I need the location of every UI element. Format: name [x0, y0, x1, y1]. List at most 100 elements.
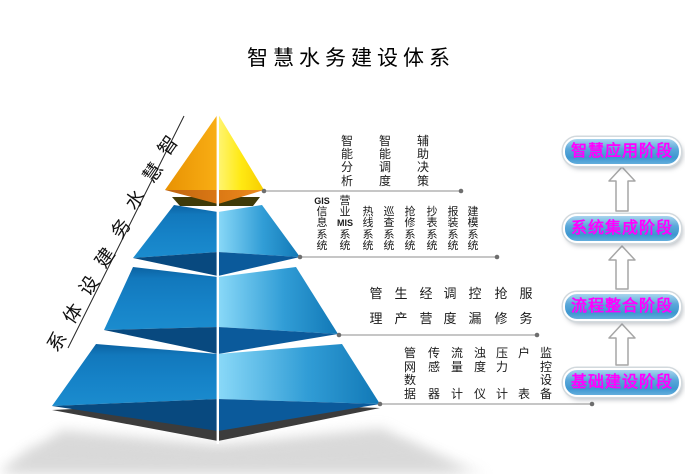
- level-text-char: 智: [340, 134, 353, 148]
- level-text-char: 统: [316, 239, 328, 252]
- level-3-text-column: 抢修: [492, 281, 510, 331]
- level-text-char: 度: [473, 359, 486, 374]
- level-text-char: [448, 374, 466, 388]
- level-2-text-column: 报装系统: [442, 196, 464, 252]
- level-text-char: 报: [447, 206, 459, 219]
- level-3-text-column: 经营: [417, 281, 435, 331]
- level-text-char: 表: [517, 386, 530, 401]
- level-text-char: 营: [339, 195, 351, 207]
- pyramid-level-3-right-face: [218, 267, 338, 334]
- callout-dot: [261, 188, 267, 194]
- level-text-char: 策: [416, 173, 429, 188]
- level-text-char: 调: [443, 286, 457, 301]
- level-text-char: 仪: [473, 386, 486, 401]
- level-text-char: 系: [447, 228, 459, 241]
- pyramid-level-4-bottom-left: [52, 399, 218, 431]
- stage-badge-infrastructure: 基础建设阶段: [563, 368, 681, 397]
- level-text-char: [515, 361, 533, 375]
- level-text-char: 浊: [473, 346, 486, 360]
- callout-dot: [589, 401, 595, 407]
- level-text-char: 系: [362, 228, 374, 241]
- level-text-char: 抢: [494, 286, 508, 301]
- level-text-char: 量: [450, 359, 463, 374]
- level-text-char: 管: [369, 286, 383, 301]
- level-text-char: 流: [450, 346, 463, 360]
- level-text-char: 度: [443, 311, 457, 326]
- up-arrow-stage-4-to-3: [608, 323, 636, 366]
- level-3-text-column: 生产: [392, 281, 410, 331]
- level-4-base-text-column: 管网数据: [401, 346, 419, 401]
- level-text-char: 能: [340, 147, 353, 162]
- pyramid-level-3-bottom-left: [104, 327, 218, 354]
- level-text-char: 统: [339, 239, 351, 252]
- pyramid-level-2-bottom-left: [133, 252, 218, 276]
- pyramid-level-2-left-face: [133, 205, 218, 258]
- level-2-text-column: 抢修系统: [399, 196, 421, 252]
- level-text-char: 经: [419, 286, 433, 301]
- level-text-char: 信: [316, 206, 328, 219]
- pyramid-level-1-right-face: [218, 114, 264, 190]
- level-text-char: [425, 374, 443, 388]
- level-text-char: 智: [378, 134, 391, 148]
- level-3-text-column: 管理: [367, 281, 385, 331]
- pyramid-level-4-left-face: [52, 344, 218, 406]
- level-text-char: 修: [494, 311, 508, 326]
- level-text-char: 能: [378, 147, 391, 162]
- up-arrow-stage-2-to-1: [608, 166, 636, 212]
- pyramid-level-1-bottom-face: [165, 190, 264, 204]
- level-text-char: 计: [450, 386, 463, 401]
- level-text-char: MIS: [336, 218, 353, 229]
- level-4-base-text-column: 户表: [515, 346, 533, 401]
- pyramid-level-3-bottom-right: [218, 327, 338, 354]
- level-text-char: GIS: [314, 196, 330, 206]
- level-text-char: 控: [539, 359, 552, 374]
- pyramid-level-4-right-face: [218, 344, 380, 404]
- pyramid-level-2-bottom-right: [218, 252, 300, 276]
- level-text-char: [493, 374, 511, 388]
- level-text-char: [515, 374, 533, 388]
- level-text-char: 传: [427, 346, 440, 360]
- level-text-char: 装: [447, 217, 459, 230]
- level-text-char: 建: [467, 206, 479, 219]
- level-text-char: 系: [467, 228, 479, 241]
- level-text-char: 务: [519, 311, 533, 326]
- stage-badge-smart-application: 智慧应用阶段: [563, 137, 681, 166]
- level-text-char: 系: [316, 228, 328, 241]
- level-4-base-text-column: 传感器: [425, 346, 443, 401]
- level-text-char: 管: [403, 346, 416, 360]
- level-text-char: 表: [426, 217, 438, 230]
- level-text-char: 漏: [468, 311, 482, 326]
- level-2-text-column: 建模系统: [462, 196, 484, 252]
- up-arrow-stage-3-to-2: [608, 245, 636, 290]
- level-text-char: 决: [416, 160, 429, 175]
- level-text-char: 户: [517, 346, 530, 360]
- level-text-char: 巡: [383, 206, 395, 219]
- level-text-char: 服: [519, 286, 533, 301]
- level-text-char: 调: [378, 160, 391, 175]
- side-label-line: [67, 115, 185, 349]
- level-text-char: 营: [419, 311, 433, 326]
- level-text-char: 控: [468, 286, 482, 301]
- level-4-base-text-column: 浊度仪: [471, 346, 489, 401]
- level-text-char: 系: [339, 228, 351, 241]
- level-text-char: 业: [339, 206, 351, 219]
- level-text-char: 理: [369, 311, 383, 326]
- level-text-char: 助: [416, 147, 429, 162]
- level-4-base-text-column: 压力计: [493, 346, 511, 401]
- level-text-char: 统: [362, 239, 374, 252]
- diagram-title: 智慧水务建设体系: [247, 47, 455, 70]
- level-text-char: 模: [467, 217, 479, 230]
- level-text-char: 产: [394, 311, 408, 326]
- level-text-char: 抄: [426, 206, 438, 219]
- callout-dot: [336, 332, 342, 338]
- level-3-text-column: 服务: [517, 281, 535, 331]
- level-1-top-text-column: 智能分析: [338, 134, 356, 188]
- pyramid-center-divider: [216, 114, 219, 444]
- ground-shadow-wide: [0, 442, 488, 474]
- pyramid-level-1-left-face: [165, 114, 218, 190]
- level-text-char: 线: [362, 217, 374, 230]
- stage-badge-system-integration: 系统集成阶段: [563, 214, 681, 243]
- level-2-text-column: 巡查系统: [378, 196, 400, 252]
